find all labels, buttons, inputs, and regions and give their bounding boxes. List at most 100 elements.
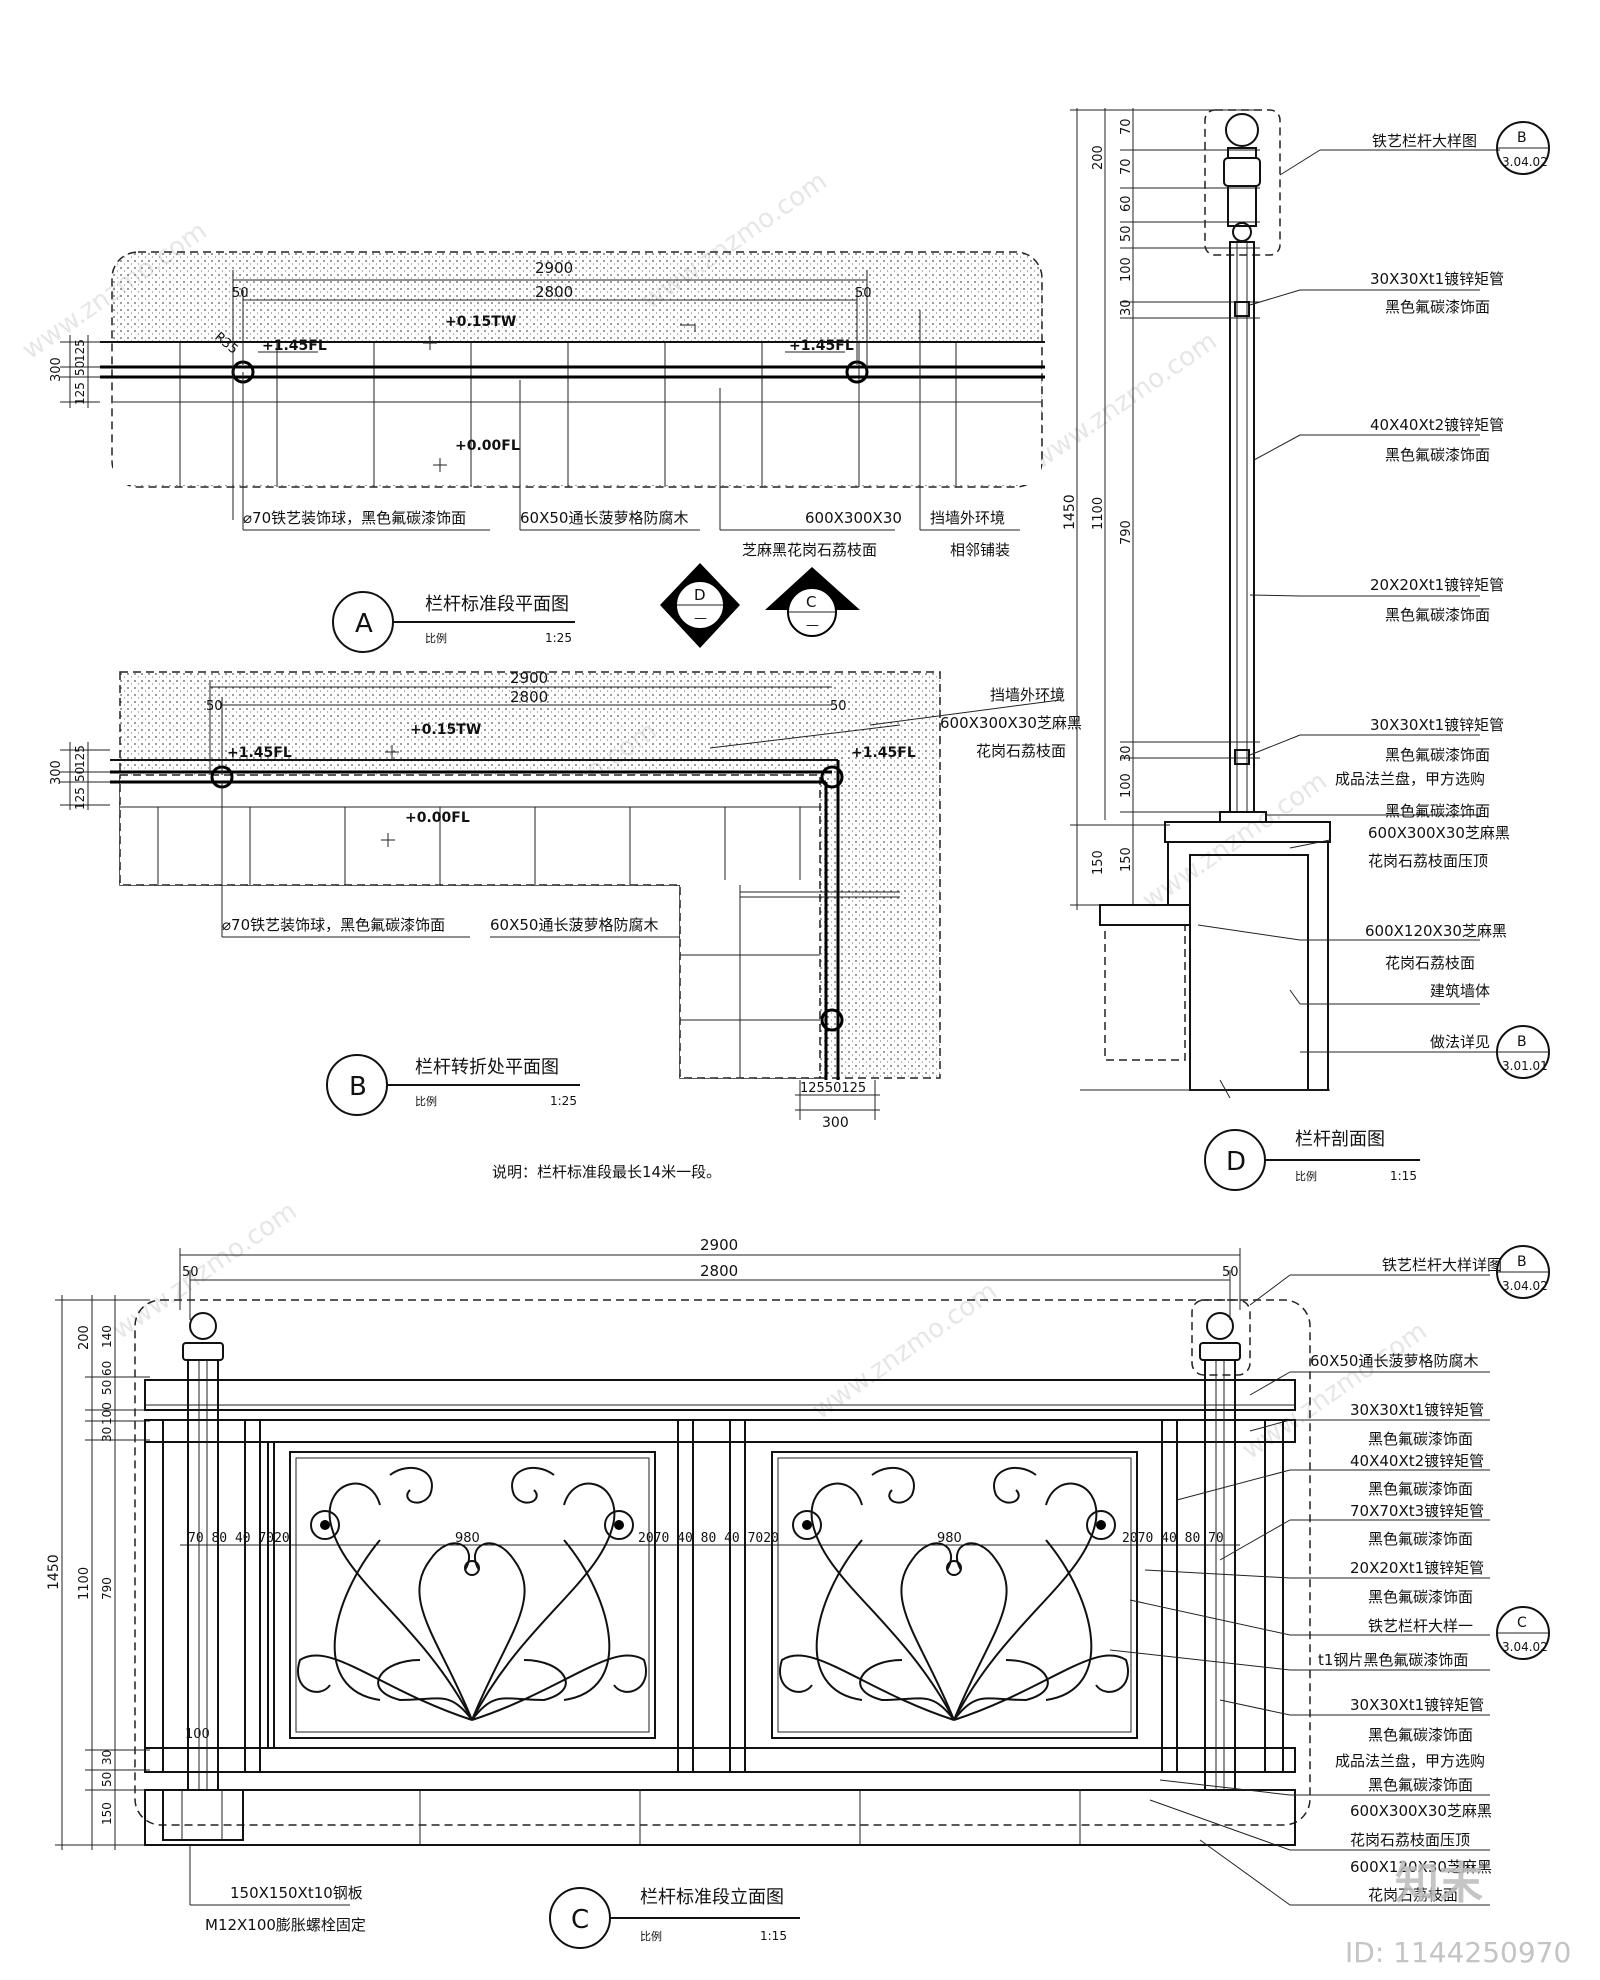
ref-top: B [1517,1034,1527,1050]
callout-text: 黑色氟碳漆饰面 [1368,1430,1473,1448]
watermark-site: www.znzmo.com [1137,766,1333,916]
post-ball-left [189,1312,217,1340]
callout-env: 挡墙外环境 [930,509,1005,527]
plan-a-boundary [111,251,1043,488]
top-tube [144,1419,1296,1443]
callout-text: 20X20Xt1镀锌矩管 [1370,576,1504,594]
section-d-title: 栏杆剖面图 [1295,1129,1385,1150]
dim-1450: 1450 [46,1554,62,1590]
callout-text: 建筑墙体 [1430,982,1490,1000]
coping-stone [144,1789,1296,1846]
callout-text: 黑色氟碳漆饰面 [1385,746,1490,764]
callout-text: 60X50通长菠萝格防腐木 [1310,1352,1478,1370]
elev-c-letter: C [571,1905,589,1935]
dim-70: 70 [1119,118,1134,135]
elev-dims [55,1248,1241,1850]
scale-label: 比例 [415,1094,437,1108]
site-watermark-logo: 知末 ID: 1144250970 [1345,1858,1571,1969]
dim-790: 790 [100,1577,114,1600]
plan-a: 2900 2800 50 50 R35 300 125 50 125 +1.45… [49,251,1045,653]
dim-100: 100 [1119,257,1134,282]
callout-text: 70X70Xt3镀锌矩管 [1350,1502,1484,1520]
plan-b-ball [820,1008,844,1032]
ref-bottom: 3.01.01 [1502,1059,1548,1073]
dim-2800: 2800 [535,283,573,301]
dim-150: 150 [1091,850,1106,875]
ornament-panel-right [771,1451,1138,1739]
plan-b-paving-grid [120,806,820,1078]
dim-100: 100 [1119,773,1134,798]
plan-b: 2900 2800 50 50 300 125 50 125 12550125 … [49,669,1082,1181]
elev-boundary [134,1299,1311,1826]
plan-a-leaders [242,310,1020,531]
callout-text: 600X120X30芝麻黑 [1365,922,1507,940]
dim-50: 50 [73,767,87,782]
dim-50: 50 [100,1380,114,1395]
wood-rail [144,1379,1296,1411]
callout-text: t1钢片黑色氟碳漆饰面 [1318,1651,1468,1669]
callout-wood: 60X50通长菠萝格防腐木 [520,509,688,527]
dim-140: 140 [100,1325,114,1348]
callout-stone: 芝麻黑花岗石荔枝面 [742,541,877,559]
dim-125: 125 [73,339,87,362]
dim-30: 30 [100,1427,114,1442]
callout-text: 黑色氟碳漆饰面 [1368,1776,1473,1794]
dim-125: 125 [73,787,87,810]
dim-980: 980 [937,1531,962,1546]
plan-a-title: 栏杆标准段平面图 [425,594,569,615]
dim-790: 790 [1119,520,1134,545]
dim-2800: 2800 [510,688,548,706]
dim-row: 2070 40 80 40 7020 [638,1531,779,1546]
callout-text: 花岗石荔枝面 [1385,954,1475,972]
ornament-panel-left [289,1451,656,1739]
elev-tag: +1.45FL [227,745,292,761]
callout-text: 黑色氟碳漆饰面 [1368,1480,1473,1498]
callout-text: 600X300X30芝麻黑 [1368,824,1510,842]
callout-text: 铁艺栏杆大样图 [1372,132,1477,150]
post-ball-right [1206,1312,1234,1340]
callout-stone: 600X300X30芝麻黑 [940,714,1082,732]
dim-30: 30 [1119,745,1134,762]
dim-50: 50 [1222,1265,1239,1280]
watermark-site: www.znzmo.com [807,1276,1003,1426]
dim-300: 300 [49,357,64,382]
dim-125: 125 [73,745,87,768]
callout-env: 相邻铺装 [950,541,1010,559]
ref-bottom: 3.04.02 [1502,1279,1548,1293]
dim-300: 300 [822,1115,849,1131]
scale-value: 1:15 [1390,1169,1417,1183]
scale-label: 比例 [425,631,447,645]
ref-bottom: 3.04.02 [1502,1640,1548,1654]
main-post-left [187,1359,219,1791]
plan-a-dims [60,270,868,520]
callout-text: 做法详见 [1430,1033,1490,1051]
dim-30: 30 [100,1750,114,1765]
dim-60: 60 [100,1361,114,1376]
dim-50: 50 [855,286,872,301]
callout-text: 30X30Xt1镀锌矩管 [1350,1401,1484,1419]
callout-ball: ⌀70铁艺装饰球，黑色氟碳漆饰面 [222,916,445,934]
dim-50: 50 [232,286,249,301]
callout-text: 30X30Xt1镀锌矩管 [1370,270,1504,288]
base-note: 150X150Xt10钢板 [230,1884,363,1902]
callout-text: 600X120X30芝麻黑 [1350,1858,1492,1876]
steel-base-plate [162,1789,244,1841]
dim-150: 150 [1119,847,1134,872]
scale-label: 比例 [640,1929,662,1943]
detail-bubble [1191,1299,1251,1376]
dim-1100: 1100 [77,1567,92,1600]
marker-d-letter: D [694,586,706,604]
dim-125: 125 [73,382,87,405]
callout-text: 黑色氟碳漆饰面 [1368,1726,1473,1744]
watermark-site: www.znzmo.com [1027,326,1223,476]
dim-30: 30 [1119,299,1134,316]
callout-text: 成品法兰盘，甲方选购 [1335,770,1485,788]
elev-tag: +0.15TW [410,722,481,738]
callout-text: 花岗石荔枝面 [1368,1886,1458,1904]
scale-label: 比例 [1295,1169,1317,1183]
plan-b-letter: B [349,1072,367,1102]
dim-row: 2070 40 80 70 [1122,1531,1224,1546]
watermark-site: www.znzmo.com [107,1196,303,1346]
callout-ball: ⌀70铁艺装饰球，黑色氟碳漆饰面 [243,509,466,527]
